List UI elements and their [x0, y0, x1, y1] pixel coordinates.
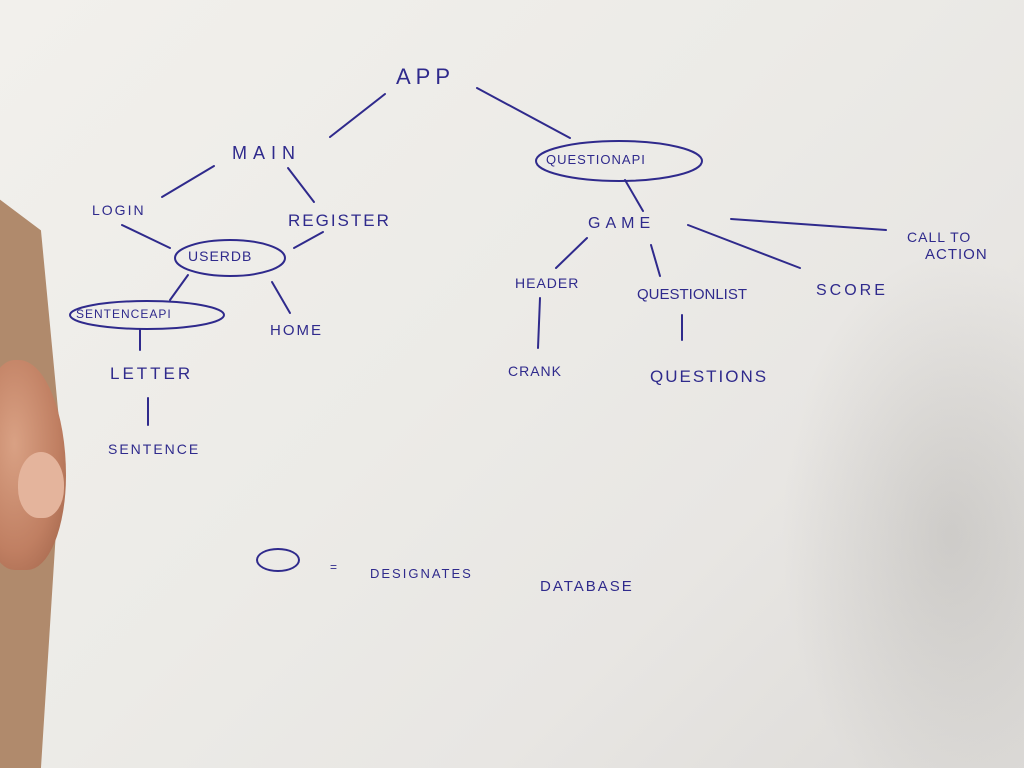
edge-game-calltoaction — [730, 218, 887, 231]
edge-register-userdb — [293, 231, 324, 249]
node-questions: QUESTIONS — [650, 367, 769, 386]
node-crank: CRANK — [508, 363, 563, 379]
node-call-to-action-line1: CALL TO — [907, 229, 972, 245]
edge-game-score — [687, 224, 801, 269]
node-sentence: SENTENCE — [108, 441, 201, 457]
userdb-oval — [174, 239, 286, 277]
edge-main-login — [161, 165, 215, 198]
node-sentenceapi: SENTENCEAPI — [76, 307, 172, 321]
node-app: APP — [396, 64, 456, 89]
edge-app-questionapi — [476, 87, 571, 139]
edge-main-register — [287, 167, 315, 203]
node-register: REGISTER — [288, 211, 391, 230]
edge-login-userdb — [121, 224, 171, 249]
thumbnail-nail — [18, 452, 64, 518]
node-home: HOME — [270, 322, 323, 339]
edge-userdb-sentenceapi — [169, 274, 189, 301]
edge-header-crank — [537, 297, 541, 349]
node-questionlist: QUESTIONLIST — [637, 286, 748, 303]
edge-userdb-home — [271, 281, 291, 314]
edge-app-main — [329, 93, 386, 138]
legend-oval-symbol — [256, 548, 300, 572]
node-letter: LETTER — [110, 364, 194, 383]
node-call-to-action-line2: ACTION — [925, 246, 988, 263]
node-header: HEADER — [515, 275, 580, 291]
node-main: MAIN — [232, 143, 301, 163]
node-login: LOGIN — [92, 202, 146, 218]
sentenceapi-oval — [69, 300, 225, 330]
questionapi-oval — [535, 140, 703, 182]
node-questionapi: QUESTIONAPI — [546, 152, 646, 167]
node-game: GAME — [588, 215, 656, 232]
node-score: SCORE — [816, 282, 888, 299]
node-userdb: USERDB — [188, 248, 253, 264]
legend-database: DATABASE — [540, 578, 634, 595]
edge-game-header — [555, 237, 588, 269]
edge-questionapi-game — [624, 179, 644, 212]
paper-shadow — [780, 250, 1024, 768]
legend-designates: DESIGNATES — [370, 566, 473, 581]
legend-equals: = — [330, 560, 340, 574]
edge-game-questionlist — [650, 244, 661, 277]
